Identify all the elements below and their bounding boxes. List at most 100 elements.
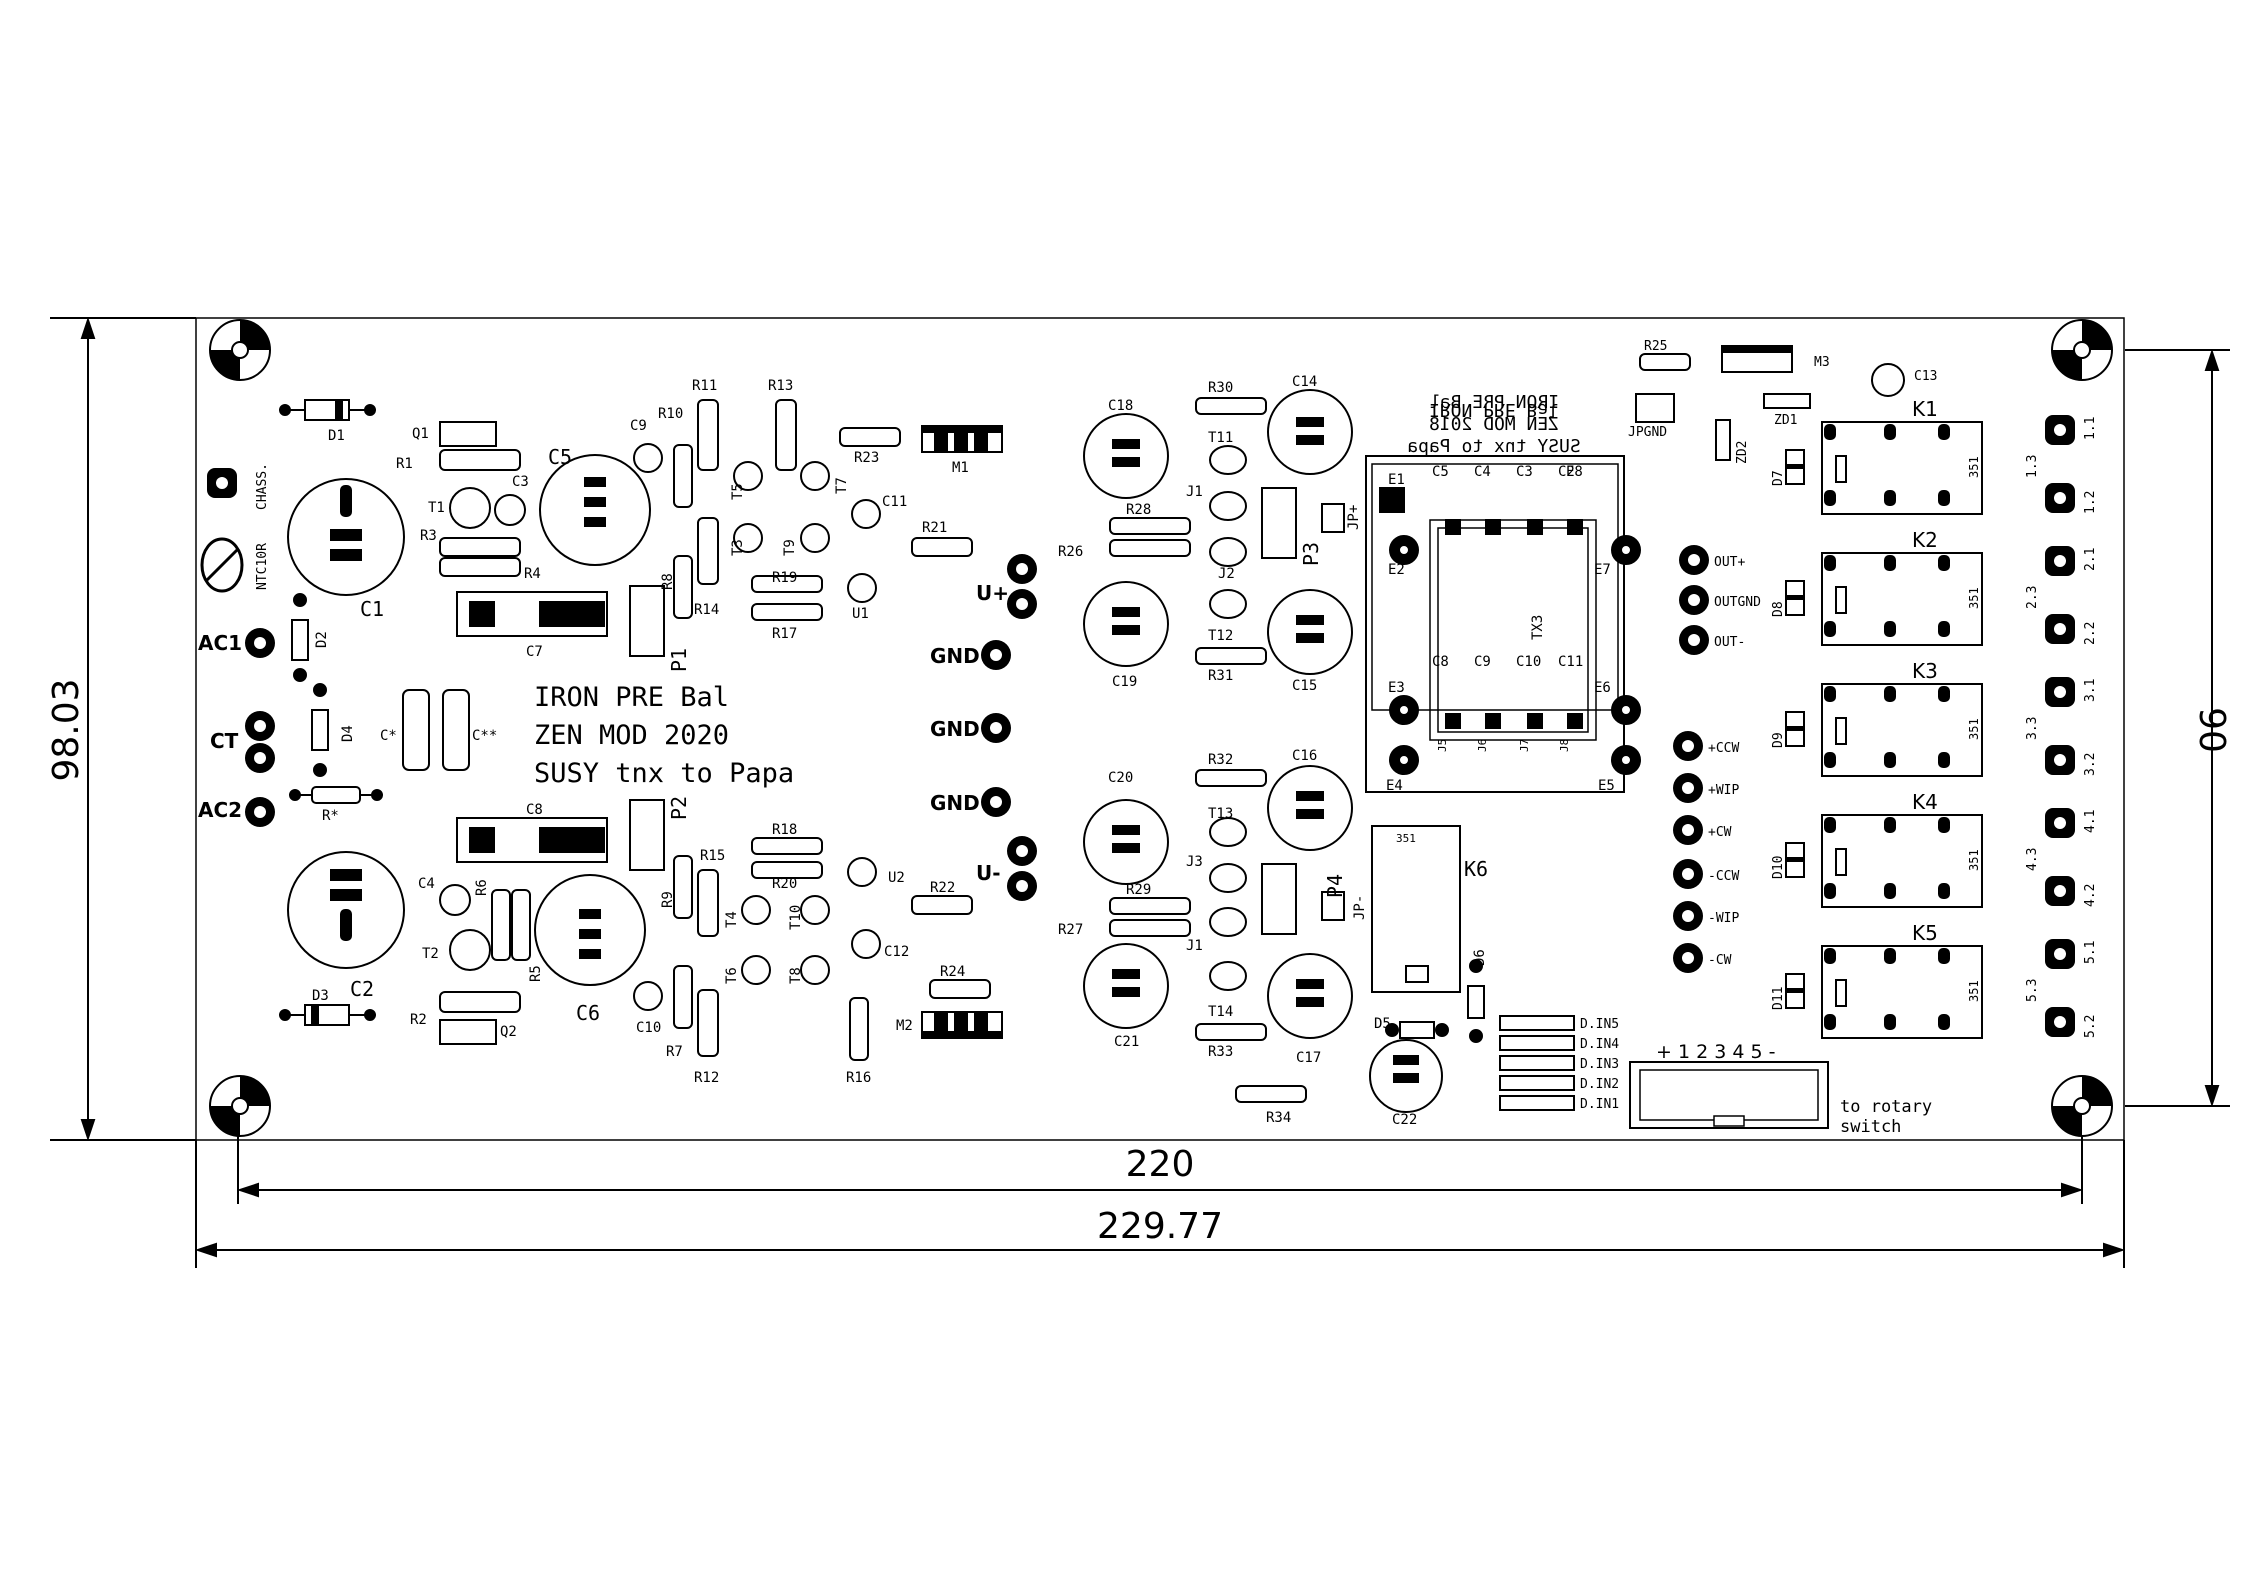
relay-code-label: 351 — [1967, 456, 1981, 478]
r3-label: R3 — [420, 528, 437, 544]
r9-label: R9 — [660, 891, 676, 908]
ntc-label: NTC10R — [255, 543, 270, 590]
e6-label: E6 — [1594, 680, 1611, 696]
relay-code-label: 351 — [1967, 587, 1981, 609]
p3-label: P3 — [1299, 542, 1323, 566]
relay-diode-label: D8 — [1771, 601, 1786, 617]
k6-code-label: 351 — [1396, 832, 1416, 845]
relay-pin — [1824, 883, 1836, 899]
r8-label: R8 — [660, 573, 676, 590]
relay-pad-top-label: 4.1 — [2083, 810, 2098, 833]
q2-label: Q2 — [500, 1024, 517, 1040]
relay-pin — [1938, 424, 1950, 440]
relay-pad-mid-label: 1.3 — [2025, 455, 2040, 478]
pot-label-4: -WIP — [1708, 911, 1739, 926]
relay-pad-top-label: 2.1 — [2083, 548, 2098, 571]
m2-label: M2 — [896, 1018, 913, 1034]
output-pads: OUT+ OUTGND OUT- +CCW +WIP +CW -CCW -WIP… — [1673, 545, 1761, 973]
e4-label: E4 — [1386, 778, 1403, 794]
mounting-hole-br — [2051, 1075, 2113, 1137]
tx-cap-top-2: C3 — [1516, 464, 1533, 480]
relay-pad-top-label: 1.1 — [2083, 417, 2098, 440]
v-plus-label: U+ — [976, 581, 1009, 605]
c17-label: C17 — [1296, 1050, 1321, 1066]
t8-label: T8 — [788, 967, 804, 984]
r6-label: R6 — [474, 879, 490, 896]
c10-label: C10 — [636, 1020, 661, 1036]
pot-label-3: -CCW — [1708, 869, 1739, 884]
t9-label: T9 — [782, 539, 798, 556]
c15-label: C15 — [1292, 678, 1317, 694]
e2-label: E2 — [1388, 562, 1405, 578]
d5-label: D5 — [1374, 1016, 1391, 1032]
c2-label: C2 — [350, 977, 374, 1001]
relay-diode-band — [1786, 988, 1804, 993]
r33-label: R33 — [1208, 1044, 1233, 1060]
r19-label: R19 — [772, 570, 797, 586]
e7-label: E7 — [1594, 562, 1611, 578]
c14-label: C14 — [1292, 374, 1317, 390]
mounting-holes — [209, 319, 2113, 1137]
board-title-line3: SUSY tnx to Papa — [534, 758, 794, 789]
relay-body — [1821, 683, 1983, 777]
t6-label: T6 — [724, 967, 740, 984]
relay-diode-band — [1786, 464, 1804, 469]
gnd-label-3: GND — [930, 791, 980, 815]
pot-label-0: +CCW — [1708, 741, 1739, 756]
relay-pin — [1824, 621, 1836, 637]
r25-label: R25 — [1644, 339, 1667, 354]
d3-label: D3 — [312, 988, 329, 1004]
d4-label: D4 — [340, 725, 356, 742]
gnd-label-2: GND — [930, 717, 980, 741]
relay-pad-bot-label: 2.2 — [2083, 622, 2098, 645]
r11-label: R11 — [692, 378, 717, 394]
r23-label: R23 — [854, 450, 879, 466]
r26-label: R26 — [1058, 544, 1083, 560]
relay-coil — [1835, 586, 1847, 614]
r20-label: R20 — [772, 876, 797, 892]
k6-labels: 351 K6 D5 D6 C22 — [1374, 832, 1488, 1128]
e5-label: E5 — [1598, 778, 1615, 794]
din-label-4: D.IN1 — [1580, 1097, 1619, 1112]
chassis-label: CHASS. — [255, 463, 270, 510]
r14-label: R14 — [694, 602, 719, 618]
relay-label: K4 — [1912, 790, 1938, 814]
dimension-width-full: 229.77 — [1097, 1206, 1223, 1247]
ac1-label: AC1 — [198, 631, 242, 655]
relay-pin — [1824, 424, 1836, 440]
relay-label: K2 — [1912, 528, 1938, 552]
r27-label: R27 — [1058, 922, 1083, 938]
transformer-tx3 — [1365, 455, 1641, 793]
relay-output-pad-hole — [2054, 555, 2066, 567]
k6-label: K6 — [1464, 857, 1488, 881]
p1-label: P1 — [667, 648, 691, 672]
relay-diode-label: D9 — [1771, 732, 1786, 748]
relay-pin — [1884, 424, 1896, 440]
relay-pin — [1824, 948, 1836, 964]
cxx-label: C** — [472, 728, 497, 744]
relay-pad-bot-label: 4.2 — [2083, 884, 2098, 907]
relay-diode-label: D11 — [1771, 987, 1786, 1010]
relay-output-pad-hole — [2054, 817, 2066, 829]
m1-label: M1 — [952, 460, 969, 476]
c16-label: C16 — [1292, 748, 1317, 764]
relay-body — [1821, 814, 1983, 908]
relay-pin — [1884, 948, 1896, 964]
relay-pin — [1938, 555, 1950, 571]
relay-pad-bot-label: 1.2 — [2083, 491, 2098, 514]
p2-label: P2 — [667, 796, 691, 820]
relay-pad-bot-label: 3.2 — [2083, 753, 2098, 776]
t14-label: T14 — [1208, 1004, 1233, 1020]
relay-pin — [1938, 621, 1950, 637]
din-label-3: D.IN2 — [1580, 1077, 1619, 1092]
relay-output-pad-hole — [2054, 1016, 2066, 1028]
supply-terminals: U+ GND GND GND U- — [930, 554, 1037, 901]
c8-label: C8 — [526, 802, 543, 818]
output-labels: C18 R30 C14 T11 J1 P3 JP+ R28 R26 J2 T12… — [1058, 374, 1368, 1126]
board-title: IRON PRE Bal ZEN MOD 2020 SUSY tnx to Pa… — [534, 682, 794, 789]
header-pins: + 1 2 3 4 5 - — [1656, 1041, 1775, 1063]
